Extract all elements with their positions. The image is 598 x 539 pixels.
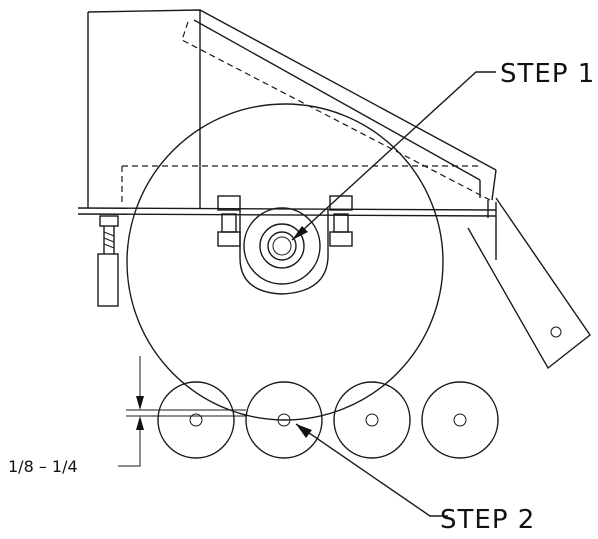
hub-bolt-right — [329, 195, 353, 247]
step1-leader — [291, 71, 496, 241]
step2-label: STEP 2 — [440, 505, 535, 535]
hidden-lines — [121, 21, 491, 206]
roller-3 — [333, 381, 411, 459]
housing-frame — [77, 9, 497, 260]
step2-leader — [295, 423, 448, 517]
roller-row — [157, 381, 499, 459]
gap-dimension — [118, 356, 246, 467]
adjusting-bolt — [97, 215, 119, 307]
dimension-label: 1/8 – 1/4 — [8, 457, 78, 476]
pivot-arm — [467, 197, 591, 370]
step1-label: STEP 1 — [500, 59, 595, 89]
top-plate — [193, 9, 497, 201]
hub-bracket — [239, 207, 329, 295]
roller-4 — [421, 381, 499, 459]
main-wheel — [126, 103, 444, 421]
hub-bolt-left — [217, 195, 241, 247]
roller-1 — [157, 381, 235, 459]
roller-2 — [245, 381, 323, 459]
